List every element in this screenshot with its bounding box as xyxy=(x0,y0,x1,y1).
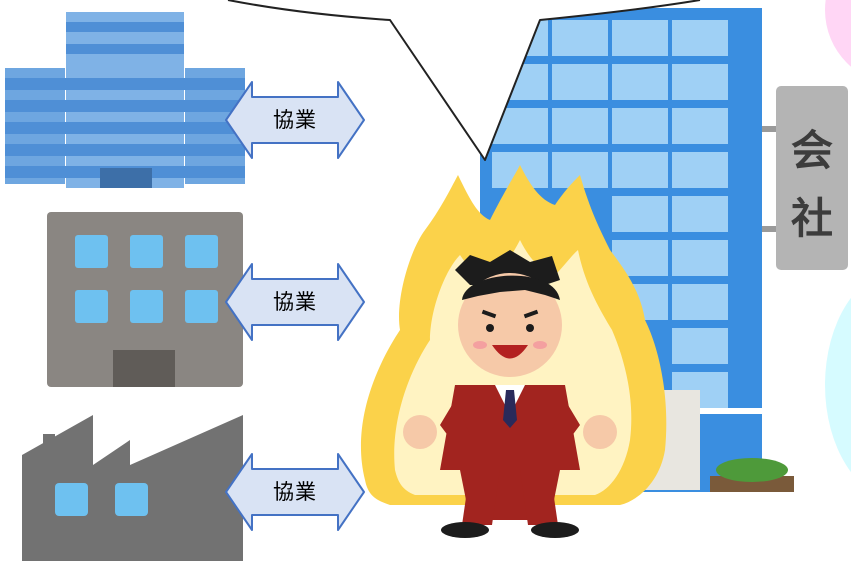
arrow-label-2: 協業 xyxy=(273,290,317,314)
double-arrow-2 xyxy=(225,263,365,341)
double-arrow-1 xyxy=(225,81,365,159)
company-sign: 会 社 xyxy=(776,86,848,270)
double-arrow-3 xyxy=(225,453,365,531)
arrow-label-1: 協業 xyxy=(273,108,317,132)
arrow-label-3: 協業 xyxy=(273,480,317,504)
sign-char-1: 会 xyxy=(790,126,833,175)
sign-char-2: 社 xyxy=(790,194,833,243)
